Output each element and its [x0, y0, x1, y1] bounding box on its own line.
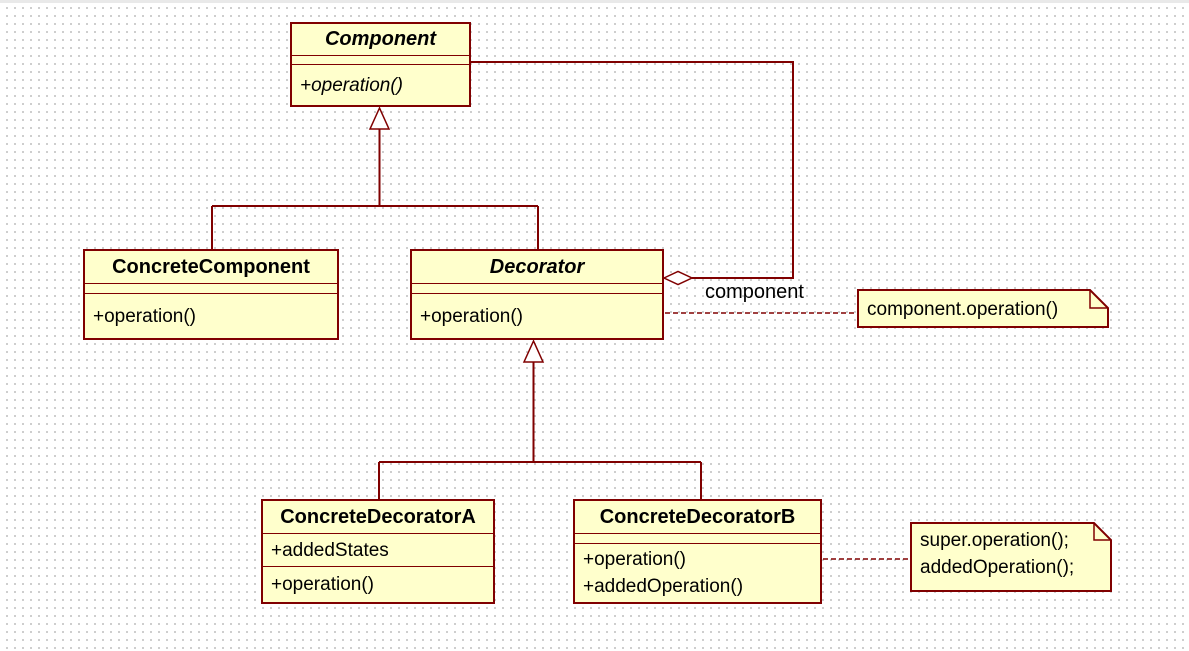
note-component-operation[interactable]: component.operation()	[857, 289, 1109, 328]
class-title: ConcreteComponent	[85, 251, 337, 284]
class-decorator[interactable]: Decorator +operation()	[410, 249, 664, 340]
class-title: ConcreteDecoratorB	[575, 501, 820, 534]
operations-compartment: +operation()	[292, 65, 469, 105]
operation-label: +operation()	[93, 305, 196, 327]
note-text-line: addedOperation();	[920, 557, 1075, 578]
note-fold-icon	[1089, 290, 1108, 309]
attribute-label: +addedStates	[271, 539, 389, 561]
note-shape	[857, 289, 1109, 328]
operations-compartment: +operation() +addedOperation()	[575, 544, 820, 602]
canvas-top-edge	[0, 0, 1189, 3]
note-text-line: component.operation()	[867, 299, 1059, 320]
operation-label: +operation()	[583, 549, 686, 570]
operation-label: +operation()	[420, 305, 523, 327]
note-text-block: super.operation(); addedOperation();	[910, 522, 1112, 581]
generalization-arrowhead-icon	[522, 339, 545, 363]
generalization-to-decorator-edge[interactable]	[378, 339, 702, 499]
class-title: ConcreteDecoratorA	[263, 501, 493, 534]
operation-label: +operation()	[271, 574, 374, 595]
aggregation-diamond-icon	[662, 270, 694, 286]
attributes-compartment	[412, 284, 662, 294]
note-fold-icon	[1093, 523, 1111, 541]
class-title: Component	[292, 24, 469, 56]
attributes-compartment: +addedStates	[263, 534, 493, 567]
class-concrete-decorator-b[interactable]: ConcreteDecoratorB +operation() +addedOp…	[573, 499, 822, 604]
class-concrete-component[interactable]: ConcreteComponent +operation()	[83, 249, 339, 340]
class-title: Decorator	[412, 251, 662, 284]
class-concrete-decorator-a[interactable]: ConcreteDecoratorA +addedStates +operati…	[261, 499, 495, 604]
note-shape	[910, 522, 1112, 592]
attributes-compartment	[85, 284, 337, 294]
generalization-arrowhead-icon	[368, 106, 391, 130]
class-component[interactable]: Component +operation()	[290, 22, 471, 107]
attributes-compartment	[575, 534, 820, 544]
generalization-to-component-edge[interactable]	[211, 106, 539, 249]
operations-compartment: +operation()	[85, 294, 337, 338]
operations-compartment: +operation()	[412, 294, 662, 338]
aggregation-component-edge[interactable]	[471, 61, 794, 286]
note-text-line: super.operation();	[920, 530, 1069, 551]
attributes-compartment	[292, 56, 469, 65]
note-super-operation[interactable]: super.operation(); addedOperation();	[910, 522, 1112, 592]
aggregation-role-label: component	[705, 281, 804, 303]
operation-label: +operation()	[300, 74, 403, 96]
operation-label: +addedOperation()	[583, 576, 744, 597]
operations-compartment: +operation()	[263, 567, 493, 602]
